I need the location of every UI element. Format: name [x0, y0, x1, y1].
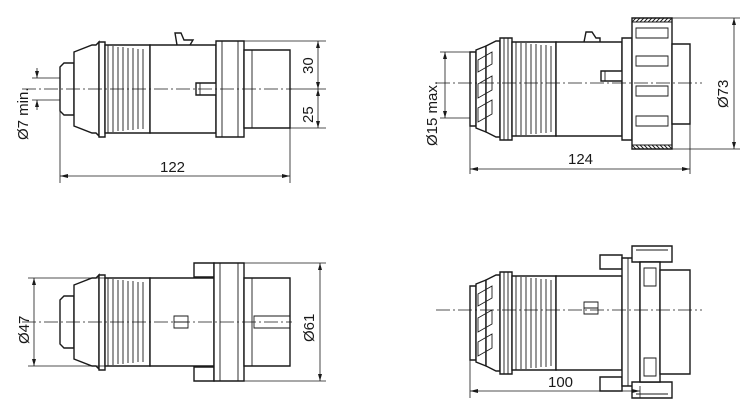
dimension-label: Ø61: [301, 314, 318, 342]
dimension-view-1-heights: 30 25: [244, 40, 326, 129]
connector-rotated-view-4: [436, 245, 702, 399]
dimension-label: Ø73: [715, 80, 732, 108]
dimension-view-3-flange: Ø61: [244, 262, 326, 382]
dimension-view-2-cable: Ø15 max.: [424, 51, 470, 146]
dimension-view-4-length: 100: [469, 360, 641, 398]
dimension-label: Ø15 max.: [424, 81, 441, 146]
dimension-label: 30: [300, 57, 317, 74]
dimension-view-2-diameter: Ø73: [672, 17, 740, 150]
dimension-view-1-length: 122: [59, 89, 291, 183]
dimension-view-3-body: Ø47: [16, 277, 105, 367]
connector-side-view-2: [436, 17, 702, 150]
plug-side-view-1: [22, 32, 292, 138]
dimension-view-1-cable: Ø7 min.: [15, 68, 60, 140]
dimension-view-2-length: 124: [469, 124, 691, 174]
plug-rotated-view-3: [22, 262, 292, 382]
dimension-label: 25: [300, 106, 317, 123]
dimension-label: 124: [568, 151, 593, 168]
dimension-label: 122: [160, 159, 185, 176]
dimension-label: Ø7 min.: [15, 87, 32, 140]
dimension-label: Ø47: [16, 316, 33, 344]
dimension-label: 100: [548, 374, 573, 391]
